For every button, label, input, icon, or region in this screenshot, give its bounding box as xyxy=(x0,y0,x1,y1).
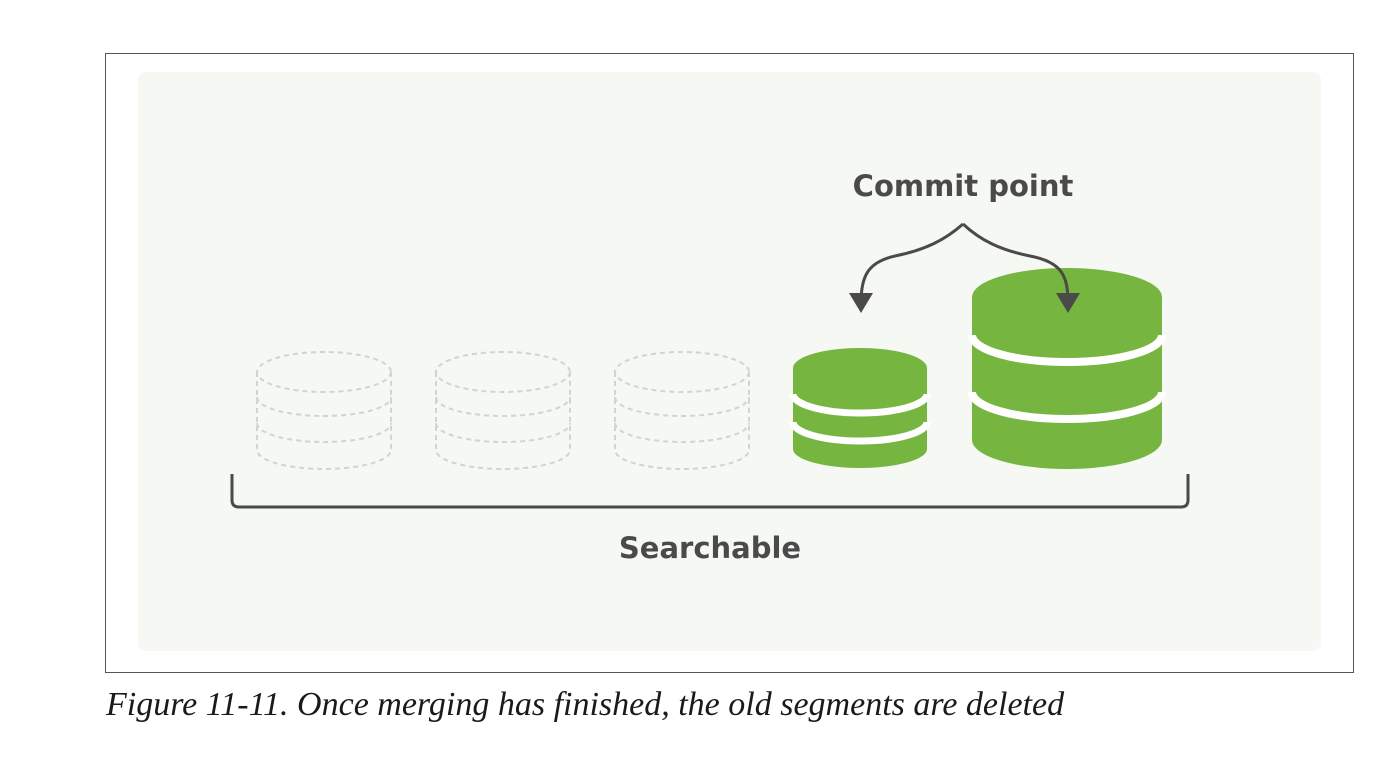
commit-arrowhead-right-icon xyxy=(1056,293,1080,313)
commit-arrow-right xyxy=(961,222,1070,304)
deleted-segment-3 xyxy=(614,351,750,470)
active-segment-small xyxy=(789,348,931,468)
commit-arrowhead-left-icon xyxy=(849,293,873,313)
merged-segment-large xyxy=(968,268,1166,469)
deleted-segment-2 xyxy=(435,351,571,470)
figure-caption: Figure 11-11. Once merging has finished,… xyxy=(106,686,1065,723)
searchable-bracket xyxy=(230,474,1190,509)
commit-arrow-left xyxy=(859,222,964,304)
deleted-segment-1 xyxy=(256,351,392,470)
searchable-label: Searchable xyxy=(619,531,801,565)
commit-point-label: Commit point xyxy=(853,169,1074,203)
